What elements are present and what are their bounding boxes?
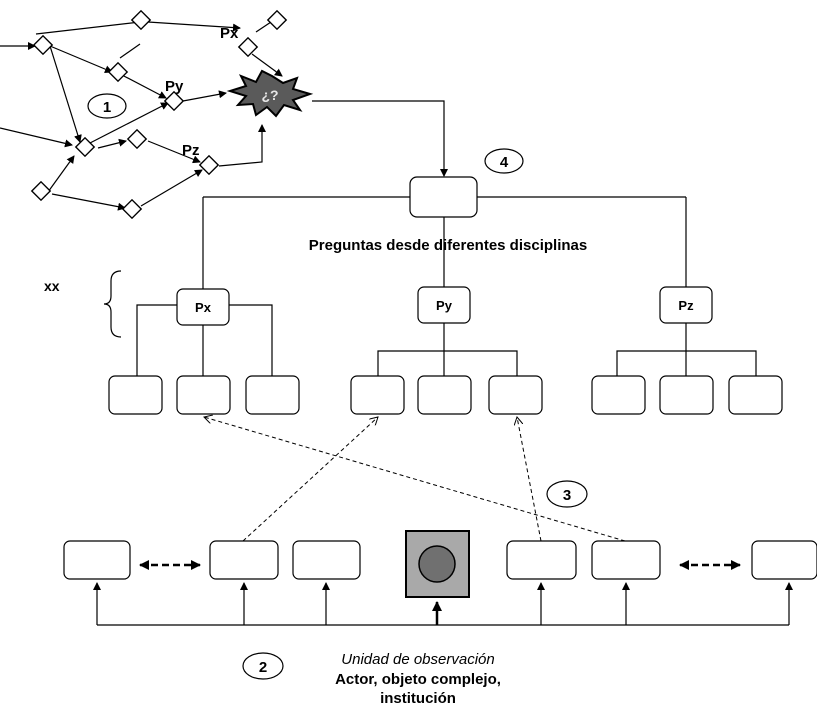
step-marker-1 <box>87 93 127 119</box>
subquestion-box <box>417 375 472 415</box>
observation-unit-circle <box>418 545 456 583</box>
network-node <box>198 154 220 176</box>
step-marker-1-label: 1 <box>103 99 111 116</box>
dashed-links <box>204 417 626 542</box>
step-marker-4-label: 4 <box>500 154 509 171</box>
subquestion-box <box>591 375 646 415</box>
curly-brace <box>103 270 122 338</box>
network-node <box>32 34 54 56</box>
subquestion-box <box>728 375 783 415</box>
network-node <box>126 128 148 150</box>
network-label-px: Px <box>220 25 239 42</box>
subquestion-box <box>108 375 163 415</box>
actor-box <box>751 540 817 580</box>
step-marker-2-label: 2 <box>259 659 267 676</box>
question-burst-label: ¿? <box>261 87 278 103</box>
subquestion-box <box>176 375 231 415</box>
disciplines-heading: Preguntas desde diferentes disciplinas <box>309 237 587 254</box>
subquestion-box <box>659 375 714 415</box>
network-node <box>107 61 129 83</box>
actor-box <box>209 540 279 580</box>
burst-to-hub-connector <box>312 100 448 177</box>
question-burst-shape <box>226 69 314 118</box>
network-node <box>30 180 52 202</box>
subquestion-box <box>350 375 405 415</box>
network-node <box>237 36 259 58</box>
hub-box <box>409 176 478 218</box>
dashed-link <box>517 417 542 542</box>
actor-box <box>292 540 361 580</box>
brace-label-xx: xx <box>44 278 60 294</box>
observation-subtitle-line1: Actor, objeto complejo, <box>335 671 501 688</box>
question-network: ¿? Px Py Pz 1 <box>0 9 314 220</box>
question-box-pz-label: Pz <box>678 298 694 313</box>
step-marker-2 <box>242 652 284 680</box>
actor-box <box>63 540 131 580</box>
actor-box <box>591 540 661 580</box>
subquestion-box <box>245 375 300 415</box>
question-box-px-label: Px <box>195 300 212 315</box>
actor-box <box>506 540 577 580</box>
network-node <box>163 90 185 112</box>
discipline-tree: Preguntas desde diferentes disciplinas x… <box>44 176 783 415</box>
observation-row <box>63 530 817 626</box>
step-marker-3-label: 3 <box>563 487 571 504</box>
subquestion-box <box>488 375 543 415</box>
network-node <box>121 198 143 220</box>
network-label-pz: Pz <box>182 142 200 159</box>
dashed-link <box>204 417 626 542</box>
network-edges <box>0 17 283 211</box>
observation-title: Unidad de observación <box>341 651 494 668</box>
network-label-py: Py <box>165 78 184 95</box>
network-nodes <box>30 9 288 220</box>
step-marker-3 <box>546 480 588 508</box>
dashed-link <box>242 417 378 542</box>
question-box-py-label: Py <box>436 298 453 313</box>
observation-subtitle-line2: institución <box>380 690 456 707</box>
network-node <box>130 9 152 31</box>
network-node <box>74 136 96 158</box>
network-node <box>266 9 288 31</box>
step-marker-4 <box>484 148 524 174</box>
